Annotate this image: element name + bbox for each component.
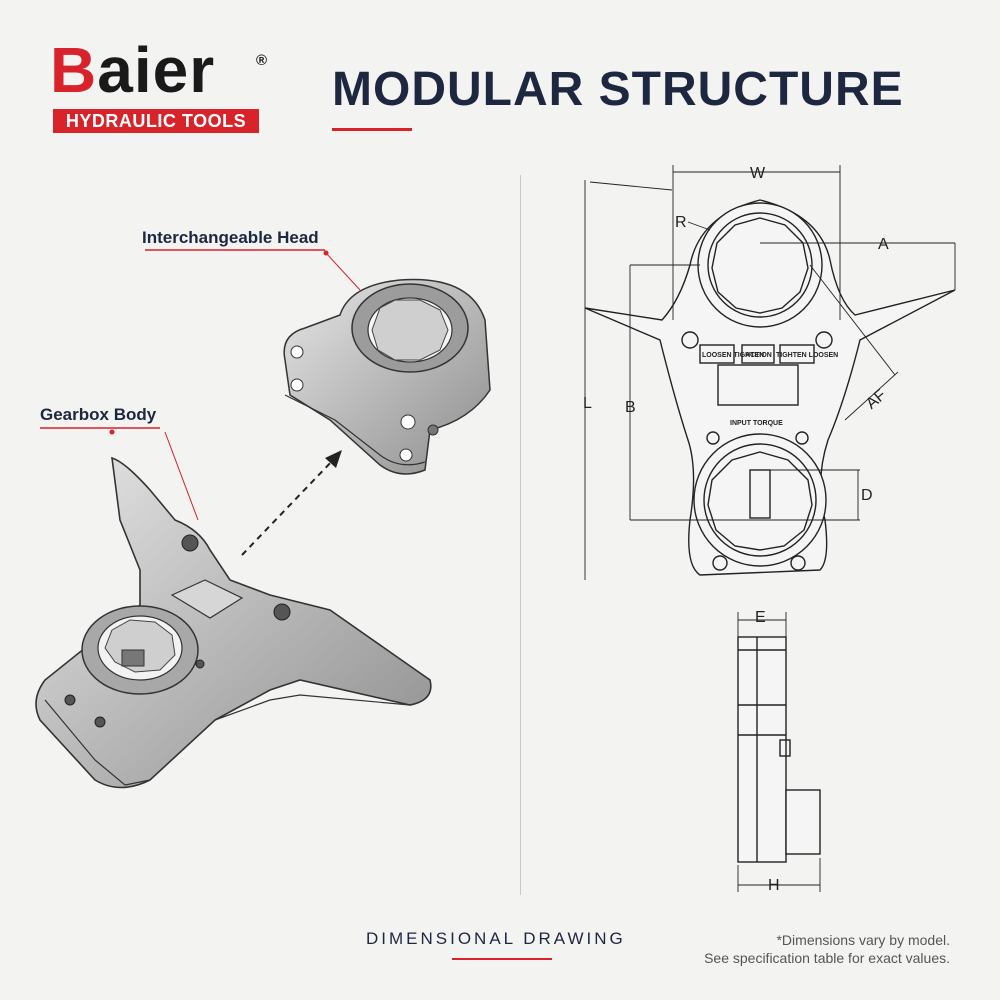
dim-label-e: E: [755, 609, 766, 626]
side-view-drawing: [737, 612, 821, 892]
dim-label-w: W: [750, 165, 766, 182]
dim-label-l: L: [583, 395, 592, 412]
title-underline: [332, 128, 412, 131]
dim-label-b: B: [625, 399, 636, 416]
footer-underline: [452, 958, 552, 960]
dim-label-d: D: [861, 487, 873, 504]
assembly-arrow: [241, 450, 342, 556]
front-view-drawing: [584, 165, 956, 580]
callout-leader-head: [145, 249, 361, 291]
brand-logo: Baier: [50, 38, 215, 102]
footer-title: DIMENSIONAL DRAWING: [366, 929, 626, 948]
footnote-line-2: See specification table for exact values…: [704, 950, 950, 966]
dim-label-af: AF: [863, 386, 890, 412]
interchangeable-head: [283, 278, 491, 475]
gearbox-body: [35, 456, 432, 789]
plate-loosen-tighten: LOOSEN TIGHTEN: [702, 352, 764, 359]
brand-initial: B: [50, 34, 98, 106]
footnote-line-1: *Dimensions vary by model.: [776, 932, 950, 948]
brand-name: aier: [97, 34, 216, 106]
section-divider: [520, 175, 521, 895]
brand-tagline: HYDRAULIC TOOLS: [53, 109, 259, 133]
plate-input-torque: INPUT TORQUE: [730, 420, 783, 427]
plate-action: ACTION: [745, 352, 772, 359]
dim-label-r: R: [675, 214, 687, 231]
callout-leader-gearbox: [40, 427, 199, 521]
callout-gearbox-body: Gearbox Body: [40, 405, 157, 424]
page-title: MODULAR STRUCTURE: [332, 63, 904, 116]
callout-interchangeable-head: Interchangeable Head: [142, 228, 319, 247]
dim-label-h: H: [768, 877, 780, 894]
plate-tighten-loosen: TIGHTEN LOOSEN: [776, 352, 838, 359]
dim-label-a: A: [878, 236, 889, 253]
registered-mark: ®: [256, 52, 268, 69]
